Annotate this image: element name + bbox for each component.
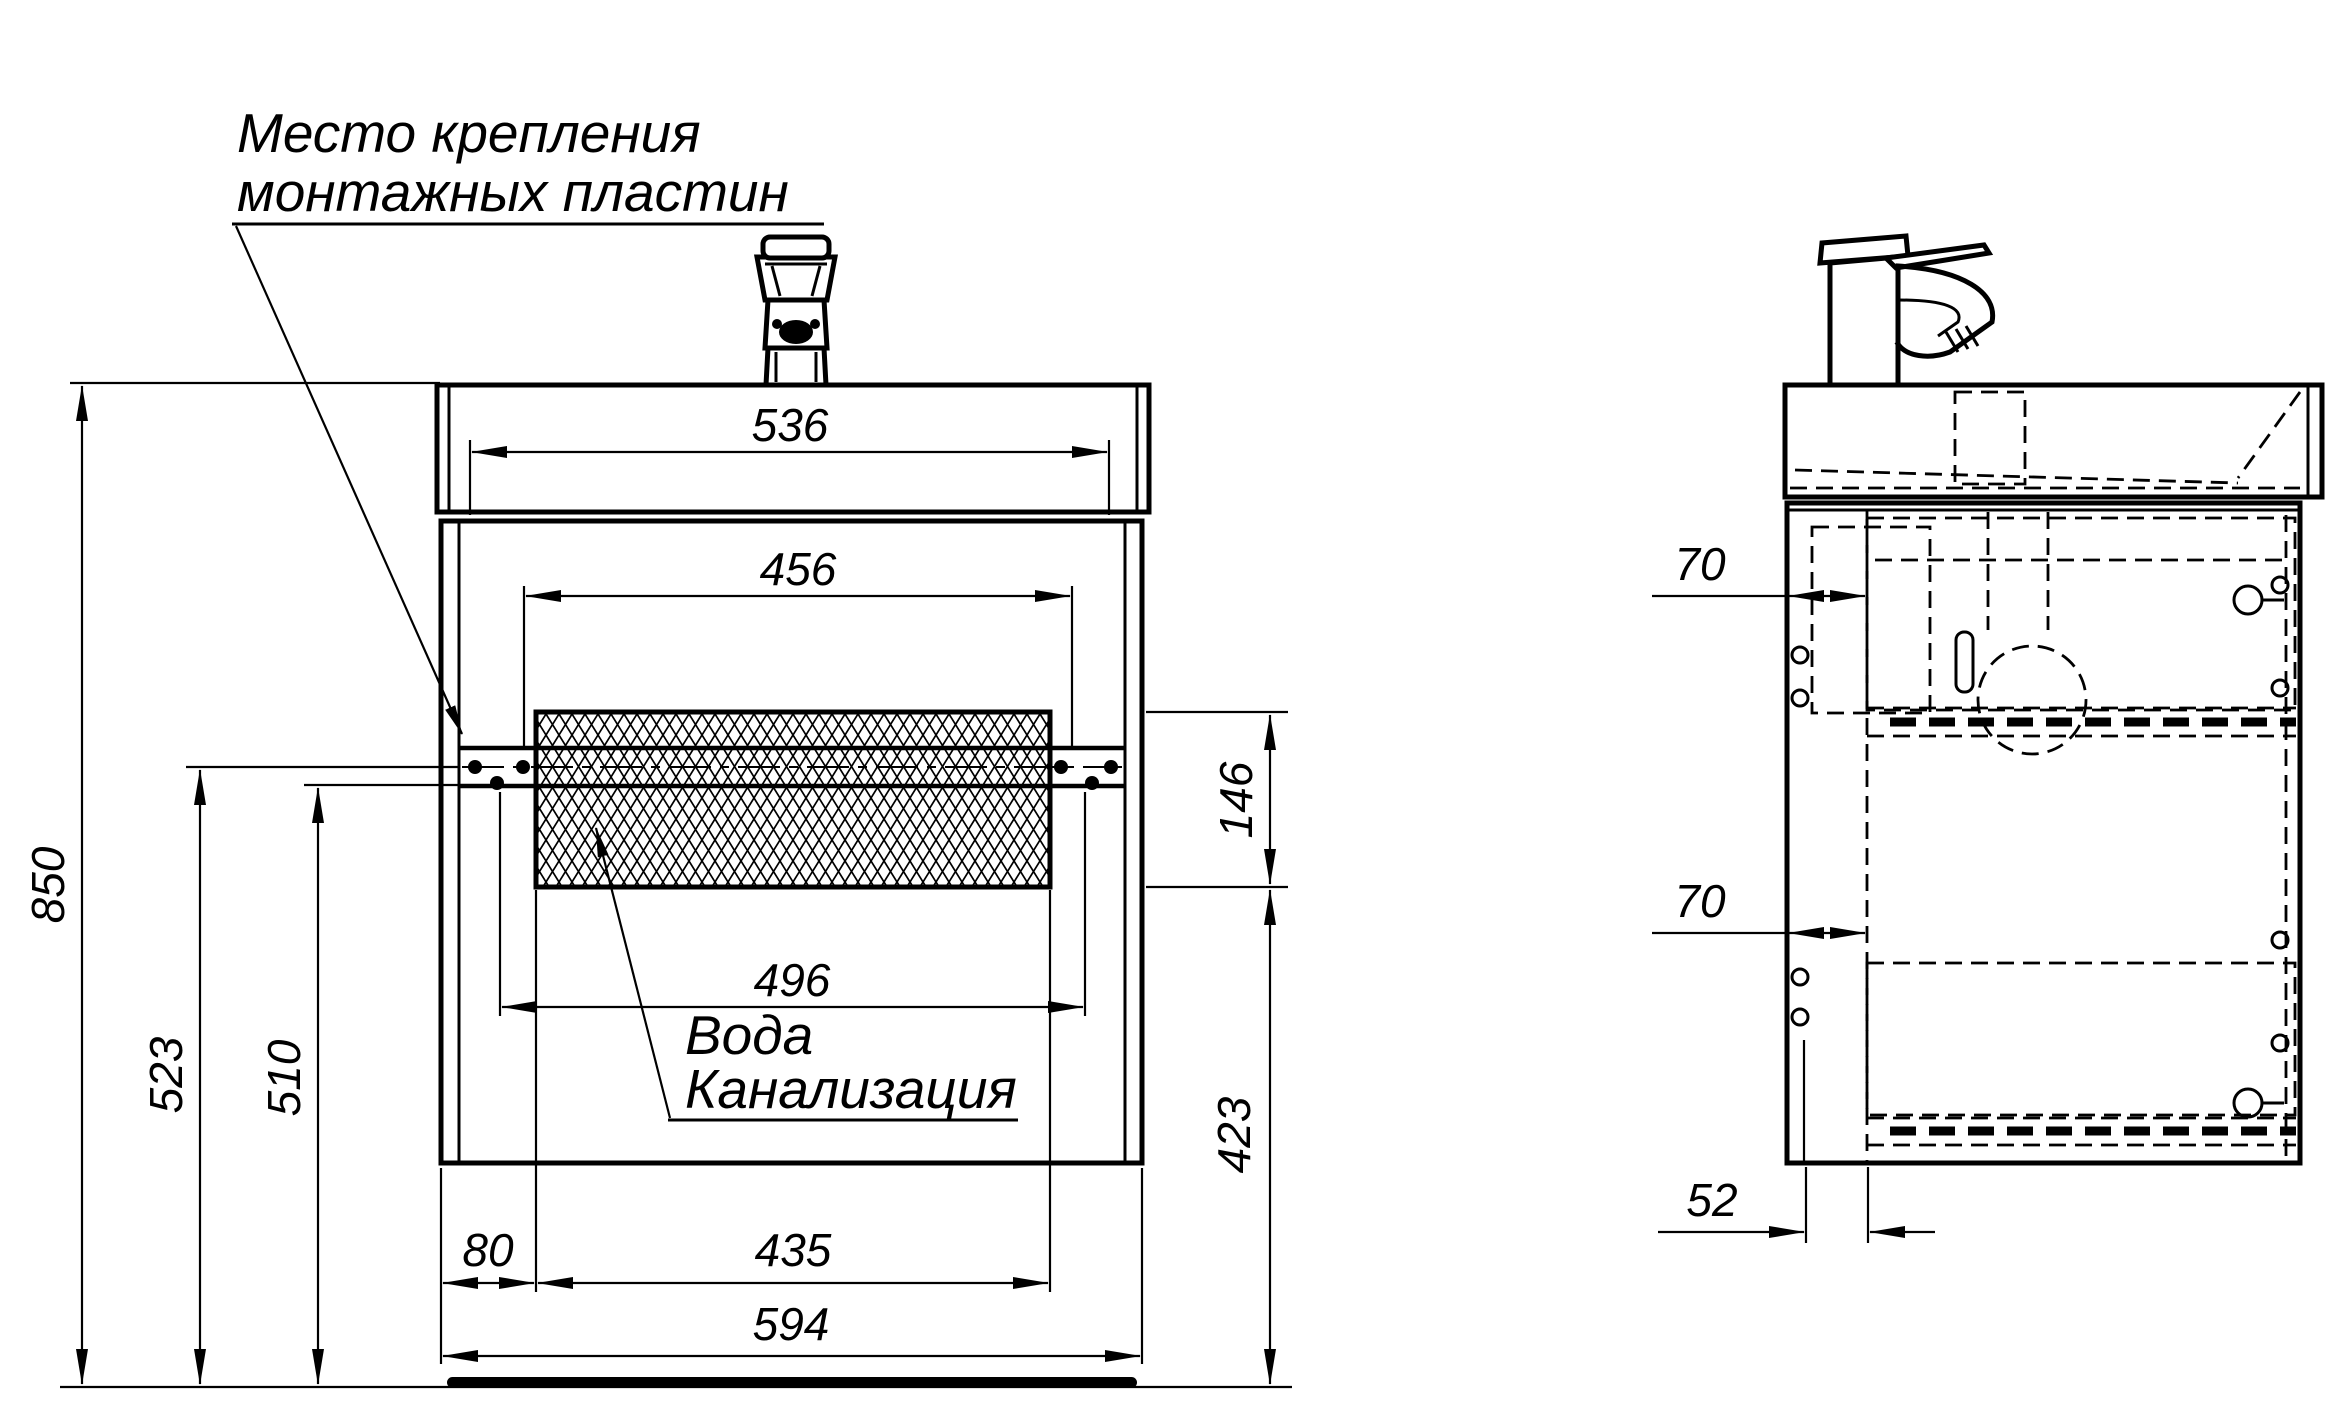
aerator-hatch: [1944, 325, 1980, 353]
dim-lower-plate-line-height: 510: [258, 783, 458, 1385]
cabinet-front: [438, 518, 1145, 1166]
dim-label: 536: [752, 399, 829, 451]
dim-plate-zone-width: 435: [537, 890, 1052, 1292]
drawer-slides: [1867, 706, 2296, 1147]
lower-drawer-hidden: [1865, 961, 2297, 1117]
dim-left-offset: 80: [439, 890, 538, 1364]
dim-label: 423: [1208, 1096, 1260, 1173]
leader-utilities: [594, 827, 672, 1119]
dim-label: 456: [760, 543, 837, 595]
dim-connections-width: 496: [498, 792, 1087, 1016]
floor-line: [60, 1377, 1292, 1389]
dim-lower-front-offset: 70: [1652, 875, 1866, 939]
dim-label: 80: [462, 1224, 514, 1276]
dim-label: 70: [1674, 538, 1726, 590]
dim-label: 510: [258, 1039, 310, 1116]
dim-label: 435: [755, 1224, 832, 1276]
note-mounting-plates: Место крепления монтажных пластин: [232, 102, 824, 735]
dim-label: 850: [22, 846, 74, 923]
dim-drawer-inner-width: 456: [522, 543, 1074, 746]
side-view: 70 70 52: [1652, 233, 2325, 1243]
fastener-symbols: [1790, 575, 2290, 1119]
mounting-screw-dots: [468, 760, 1118, 790]
dim-mounting-zone-to-floor: 423: [1208, 889, 1276, 1385]
dim-upper-plate-line-height: 523: [140, 765, 458, 1385]
dim-label: 496: [754, 954, 831, 1006]
dim-label: 70: [1674, 875, 1726, 927]
mounting-rail: [459, 745, 1125, 790]
mounting-plate-hatch: [533, 709, 1053, 890]
dim-upper-front-offset: 70: [1652, 538, 1866, 602]
note-line-1: Место крепления: [237, 102, 701, 164]
dim-basin-inner-width: 536: [468, 399, 1111, 515]
dim-label: 52: [1686, 1174, 1737, 1226]
upper-drawer-hidden: [1865, 516, 2297, 712]
washbasin-side: [1782, 382, 2325, 500]
dim-total-height: 850: [22, 381, 440, 1385]
dim-label: 523: [140, 1036, 192, 1113]
leader-mounting-plates: [234, 225, 464, 735]
note-utilities: Вода Канализация: [594, 827, 1018, 1122]
dim-label: 146: [1210, 761, 1262, 838]
dim-bottom-front-offset: 52: [1658, 1167, 1935, 1243]
faucet-front-icon: [753, 234, 839, 388]
dim-cabinet-width: 594: [442, 1168, 1144, 1364]
siphon-hidden: [1954, 512, 2088, 756]
note-line-2: монтажных пластин: [237, 161, 789, 223]
dim-label: 594: [753, 1298, 830, 1350]
faucet-side-icon: [1817, 233, 1996, 388]
note-line-2: Канализация: [685, 1058, 1017, 1120]
note-line-1: Вода: [685, 1004, 813, 1066]
front-view: 536 456 496 146 423 850: [22, 102, 1292, 1389]
dim-mounting-zone-height: 146: [1146, 710, 1288, 889]
cabinet-side: [1784, 500, 2303, 1166]
